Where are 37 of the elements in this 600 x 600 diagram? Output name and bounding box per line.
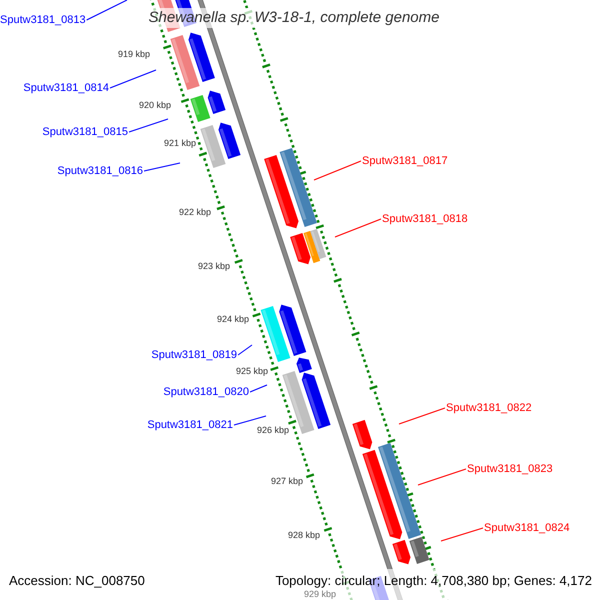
gene-label: Sputw3181_0819	[151, 348, 237, 362]
gene-label: Sputw3181_0821	[147, 418, 233, 432]
scale-label: 927 kbp	[270, 476, 303, 487]
leader-line	[418, 468, 466, 486]
gene-label: Sputw3181_0818	[382, 212, 468, 226]
genome-info-text: Topology: circular; Length: 4,708,380 bp; Genes: 4,172	[275, 573, 592, 588]
gene-label: Sputw3181_0813	[0, 13, 86, 27]
scale-label: 925 kbp	[236, 366, 268, 377]
gene-label: Sputw3181_0820	[163, 385, 249, 399]
scale-label: 922 kbp	[178, 207, 211, 218]
scale-label: 924 kbp	[216, 314, 249, 325]
leader-line	[250, 384, 268, 392]
gene-label: Sputw3181_0816	[57, 164, 143, 178]
accession-text: Accession: NC_008750	[9, 573, 145, 588]
gene-label: Sputw3181_0815	[42, 125, 128, 139]
leader-line	[398, 408, 446, 424]
scale-label: 920 kbp	[138, 100, 171, 111]
leader-line	[128, 118, 168, 132]
leader-line	[314, 160, 362, 180]
scale-label: 926 kbp	[256, 425, 289, 436]
leader-line	[144, 162, 180, 172]
scale-label: 923 kbp	[198, 261, 230, 272]
leader-line	[86, 0, 128, 20]
gene-label: Sputw3181_0824	[484, 521, 570, 535]
leader-line	[334, 218, 382, 238]
leader-line	[234, 416, 266, 426]
scale-label: 929 kbp	[304, 589, 336, 599]
leader-line	[238, 344, 252, 356]
scale-label: 928 kbp	[288, 530, 320, 541]
gene-label: Sputw3181_0814	[23, 81, 109, 95]
gene-label: Sputw3181_0822	[446, 401, 532, 415]
gene-label: Sputw3181_0823	[467, 462, 553, 476]
gene-label: Sputw3181_0817	[362, 154, 448, 168]
leader-line	[440, 528, 484, 542]
scale-label: 921 kbp	[164, 138, 196, 149]
leader-line	[110, 70, 156, 88]
scale-label: 919 kbp	[118, 49, 150, 60]
